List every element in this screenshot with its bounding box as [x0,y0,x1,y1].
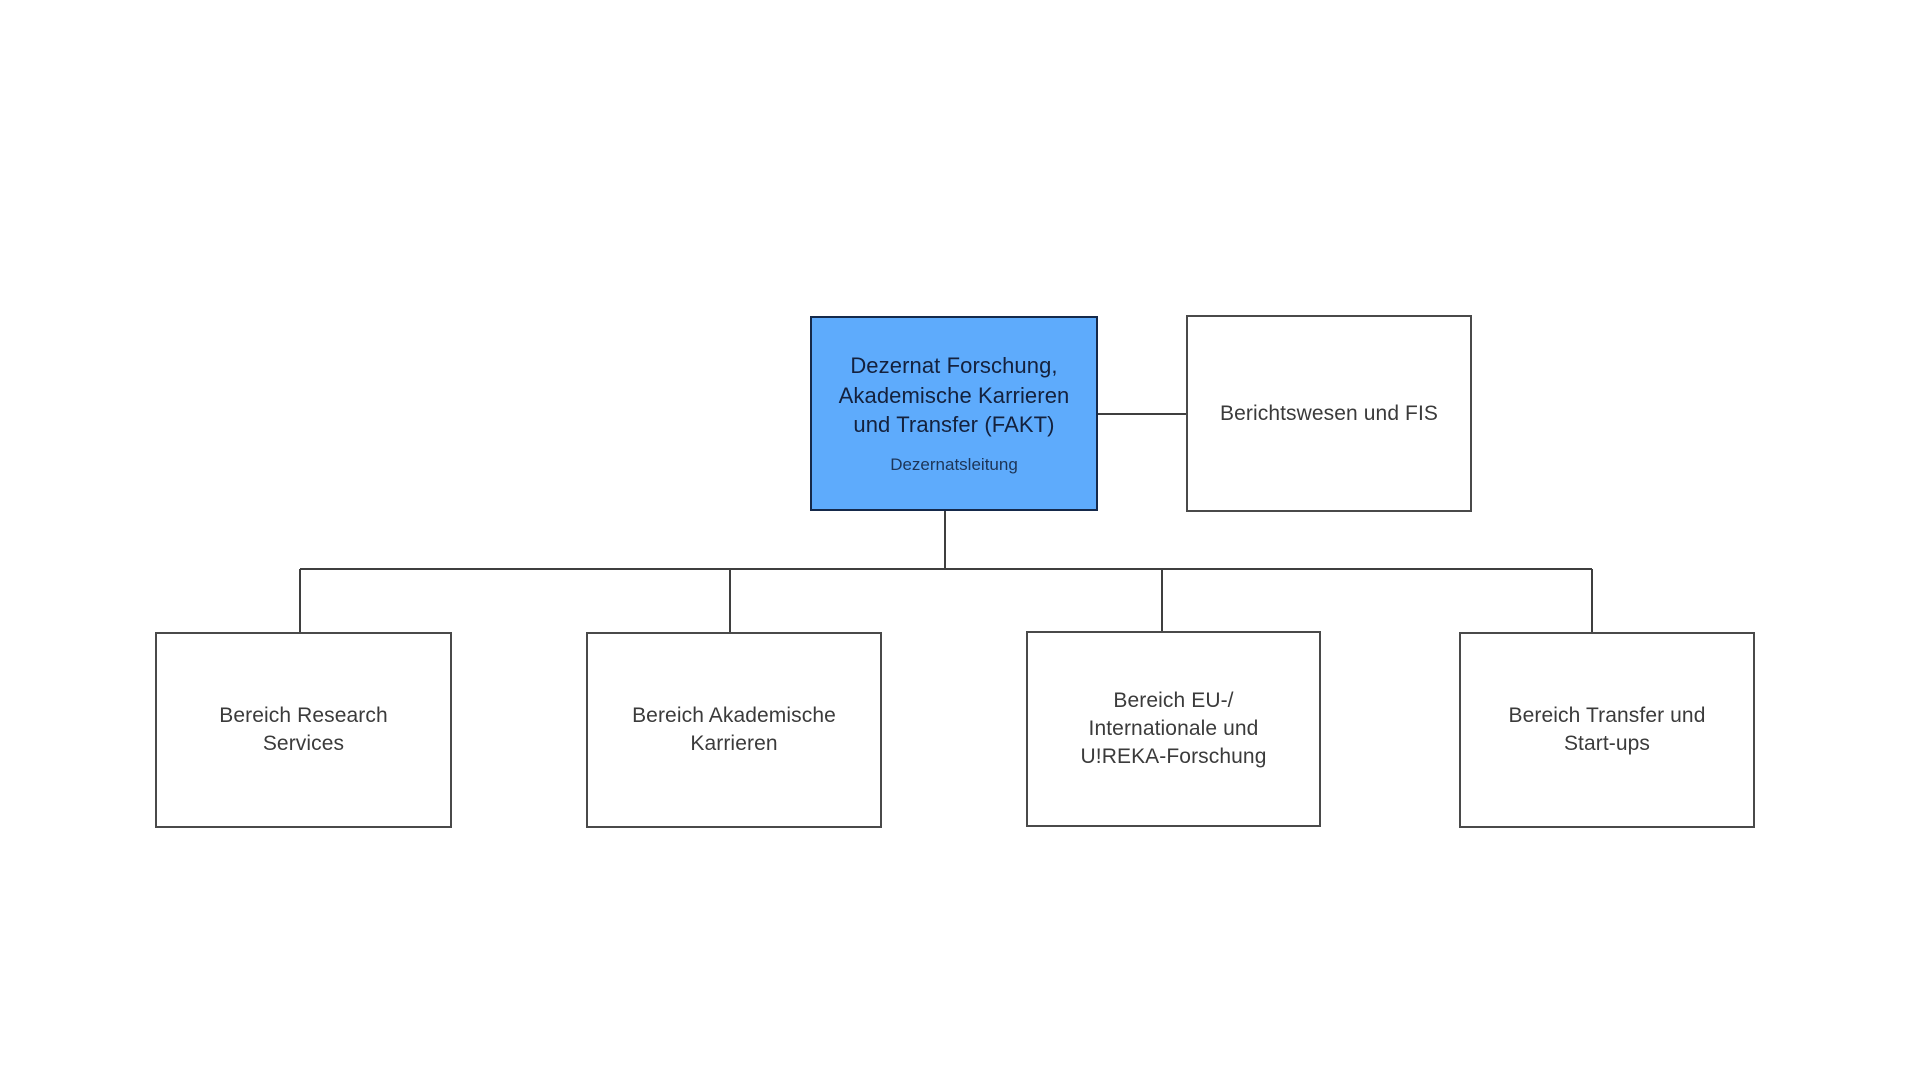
node-bereich-akademische-karrieren[interactable]: Bereich Akademische Karrieren [586,632,882,828]
node-child-3-title: Bereich EU-/ Internationale und U!REKA-F… [1080,689,1267,768]
node-child-4-title: Bereich Transfer und Start-ups [1508,704,1706,755]
node-root-title: Dezernat Forschung, Akademische Karriere… [838,352,1070,438]
node-root-dezernat-fakt[interactable]: Dezernat Forschung, Akademische Karriere… [810,316,1098,511]
node-berichtswesen-und-fis[interactable]: Berichtswesen und FIS [1186,315,1472,512]
node-bereich-transfer-und-start-ups[interactable]: Bereich Transfer und Start-ups [1459,632,1755,828]
node-bereich-eu-internationale-ureka-forschung[interactable]: Bereich EU-/ Internationale und U!REKA-F… [1026,631,1321,827]
node-root-subtitle: Dezernatsleitung [890,454,1018,474]
node-staff-title: Berichtswesen und FIS [1219,401,1439,425]
node-child-2-title: Bereich Akademische Karrieren [632,704,836,755]
node-bereich-research-services[interactable]: Bereich Research Services [155,632,452,828]
node-child-1-title: Bereich Research Services [219,704,388,755]
